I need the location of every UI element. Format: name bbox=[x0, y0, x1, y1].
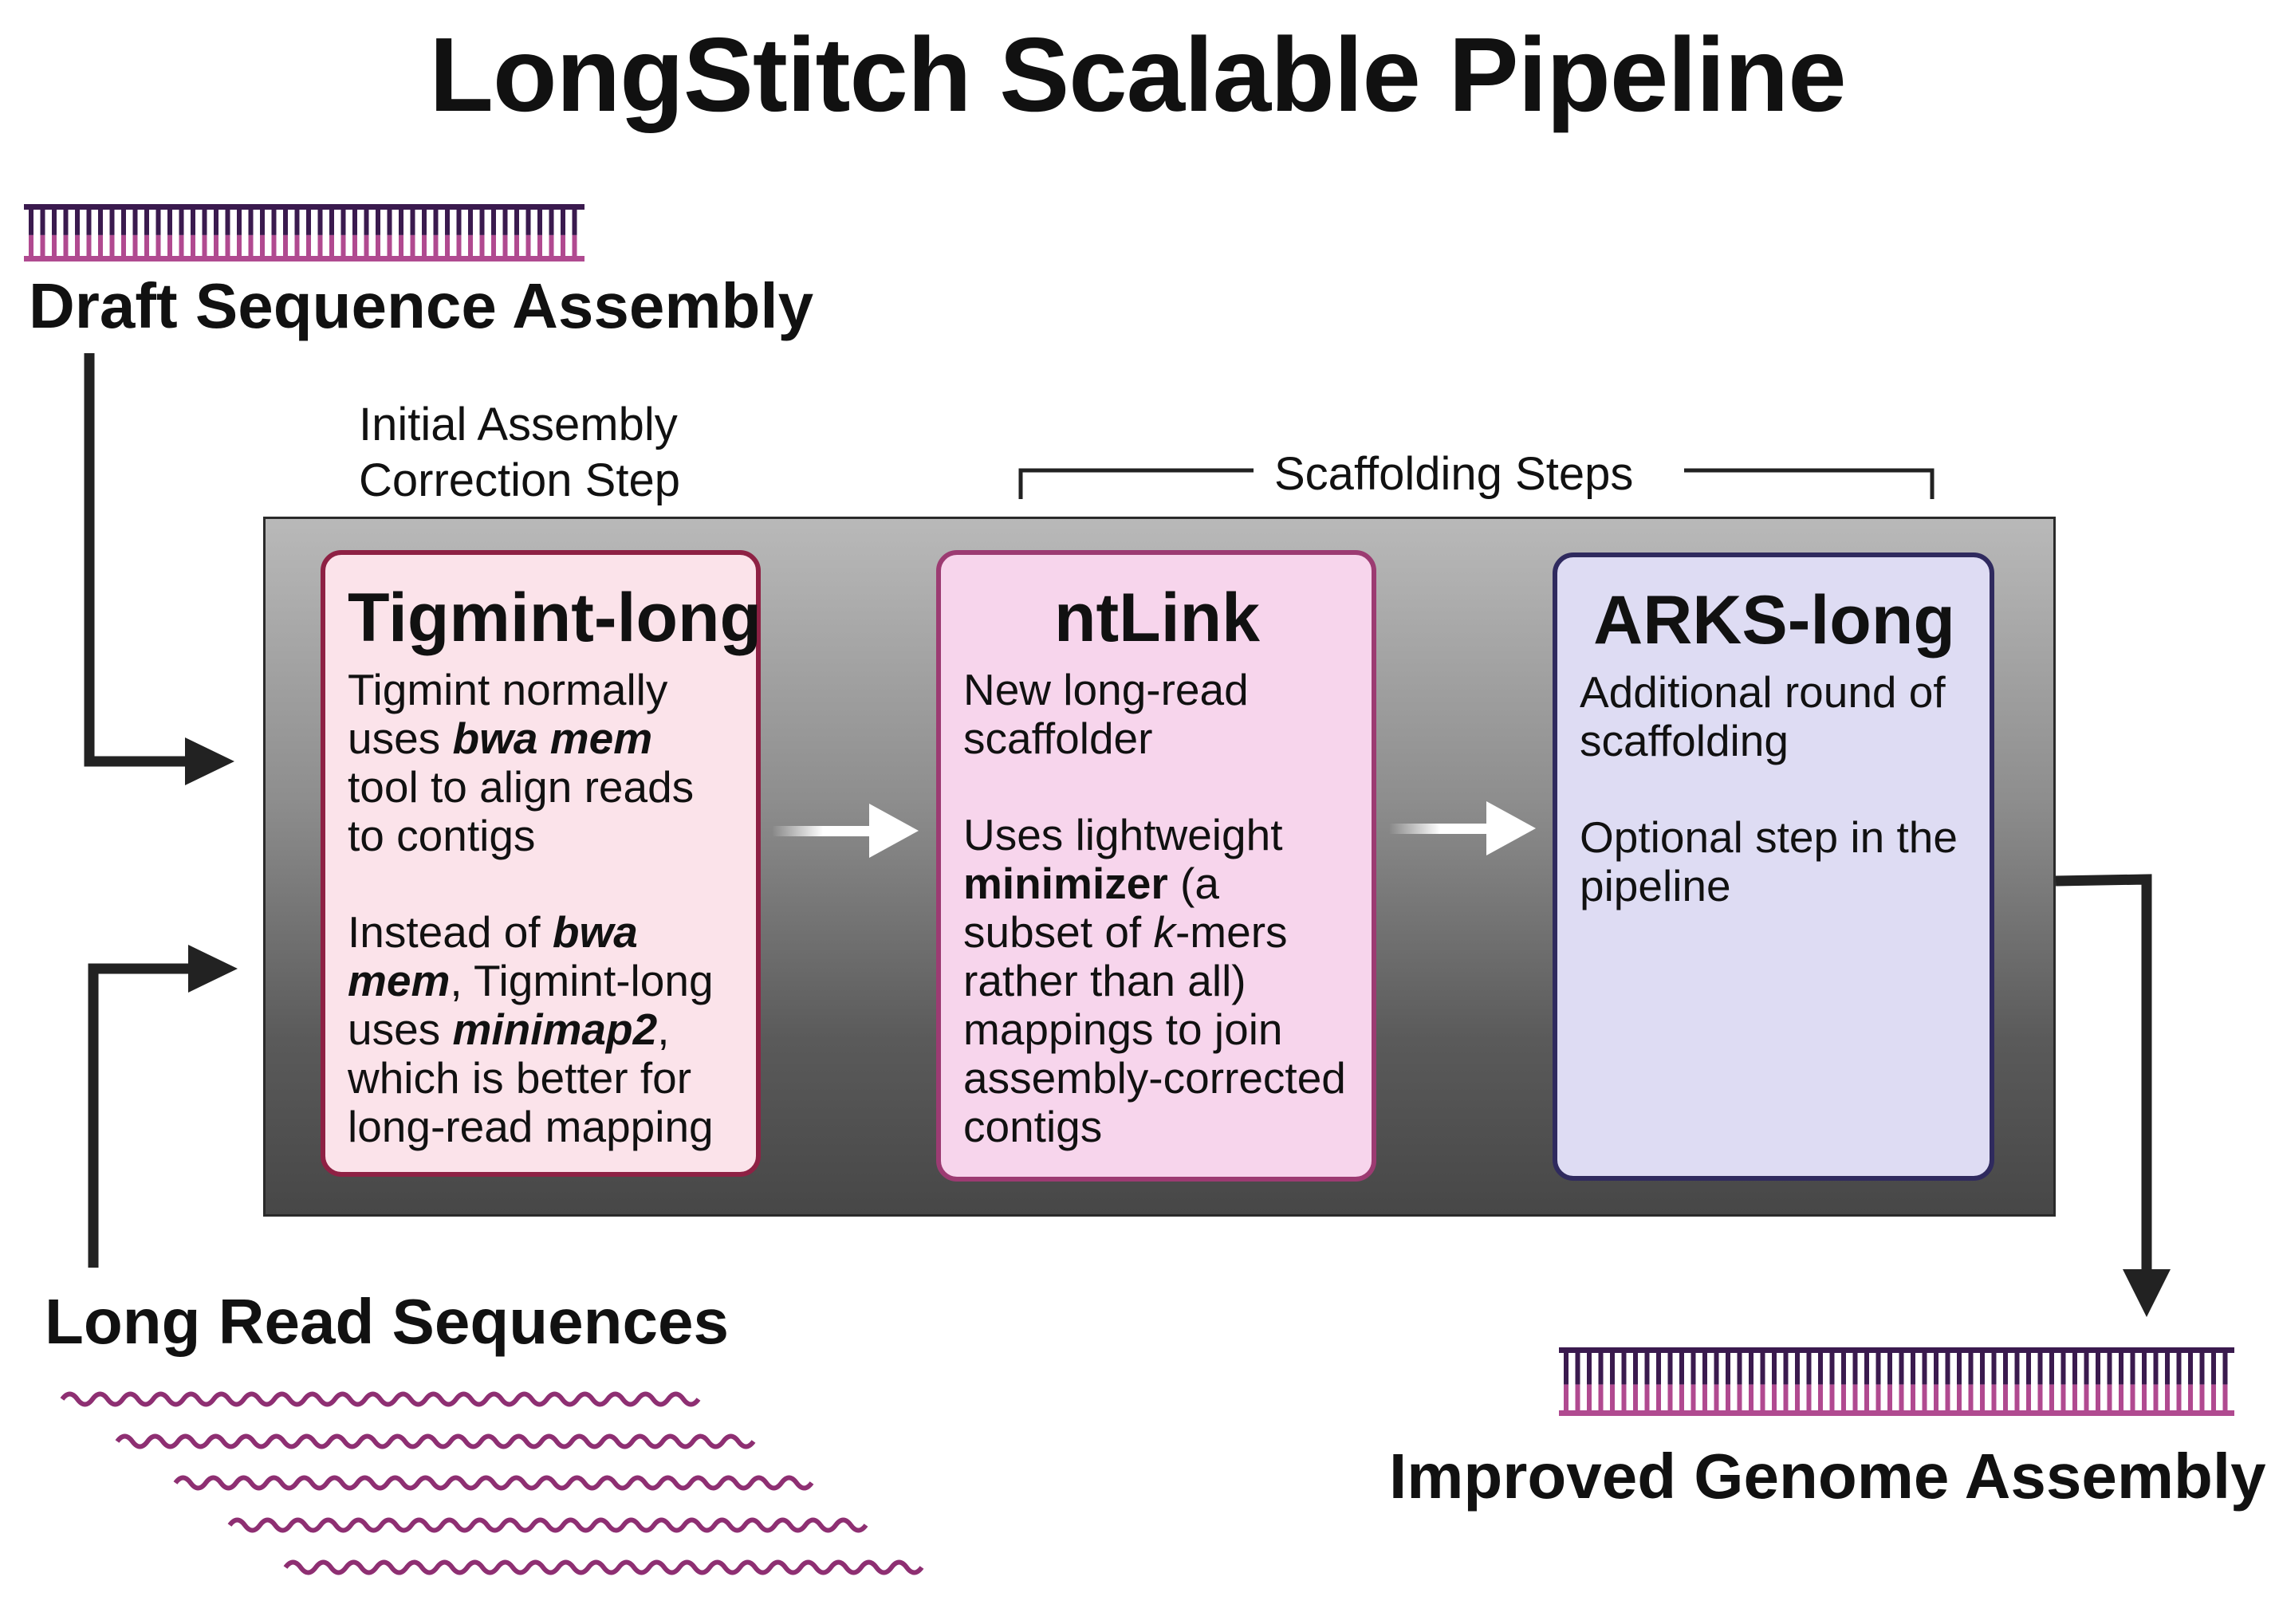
step-description-2: Uses lightweight minimizer (a subset of … bbox=[963, 810, 1346, 1151]
draft-dna-strand-icon bbox=[24, 204, 584, 261]
long-read-wave bbox=[173, 1475, 814, 1491]
correction-step-line1: Initial Assembly bbox=[359, 399, 678, 450]
step-title: ARKS-long bbox=[1593, 582, 1955, 659]
step-description-1: Tigmint normally uses bwa mem tool to al… bbox=[348, 665, 695, 860]
long-read-wave bbox=[283, 1559, 924, 1575]
improved-assembly-label: Improved Genome Assembly bbox=[1389, 1441, 2266, 1512]
long-read-wave bbox=[227, 1517, 868, 1533]
step-description-2: Instead of bwa mem, Tigmint-long uses mi… bbox=[348, 907, 714, 1151]
long-read-wave bbox=[60, 1391, 701, 1407]
output-connector-line bbox=[2055, 874, 2152, 1276]
draft-assembly-label: Draft Sequence Assembly bbox=[29, 270, 814, 341]
step-box-arks-long: ARKS-long Additional round of scaffoldin… bbox=[1553, 552, 1994, 1181]
step-box-ntlink: ntLink New long-read scaffolder Uses lig… bbox=[936, 550, 1376, 1182]
output-connector-arrowhead bbox=[2123, 1269, 2171, 1317]
long-reads-wave-icon bbox=[60, 1391, 924, 1575]
correction-step-line2: Correction Step bbox=[359, 454, 680, 506]
step-box-tigmint-long: Tigmint-long Tigmint normally uses bwa m… bbox=[321, 550, 762, 1177]
reads-connector-line bbox=[88, 963, 195, 1268]
step-title: Tigmint-long bbox=[348, 580, 762, 656]
improved-dna-strand-icon bbox=[1559, 1347, 2234, 1416]
draft-connector-arrowhead bbox=[185, 737, 234, 785]
step-description-1: New long-read scaffolder bbox=[963, 665, 1249, 763]
draft-connector-line bbox=[84, 353, 191, 767]
scaffolding-bracket-left bbox=[1018, 468, 1254, 499]
reads-connector-arrowhead bbox=[188, 945, 238, 993]
scaffolding-bracket-right bbox=[1684, 468, 1935, 499]
diagram-title: LongStitch Scalable Pipeline bbox=[429, 16, 1846, 133]
long-read-wave bbox=[115, 1433, 756, 1449]
scaffolding-steps-annotation: Scaffolding Steps bbox=[1274, 448, 1634, 500]
long-reads-label: Long Read Sequences bbox=[45, 1286, 729, 1357]
step-description-2: Optional step in the pipeline bbox=[1580, 812, 1958, 910]
step-title: ntLink bbox=[1054, 580, 1260, 656]
correction-step-annotation: Initial Assembly Correction Step bbox=[359, 397, 680, 509]
step-description-1: Additional round of scaffolding bbox=[1580, 667, 1946, 765]
